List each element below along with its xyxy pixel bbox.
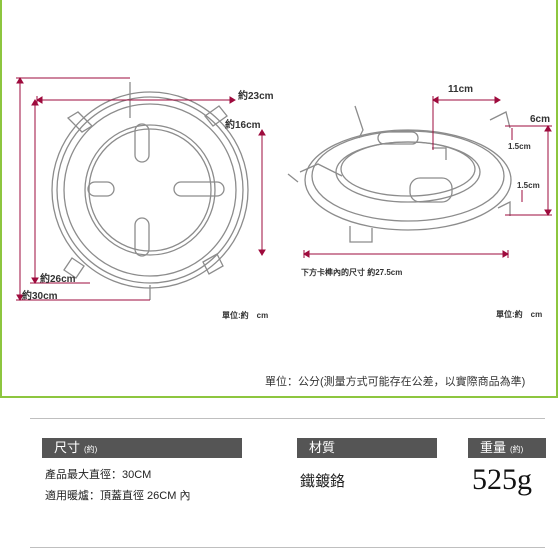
weight-header: 重量(約) <box>468 438 546 458</box>
dim-label-30: 約30cm <box>22 289 58 302</box>
dim-label-6: 6cm <box>530 114 550 125</box>
diagram-frame <box>0 0 558 398</box>
dim-label-1-5-top: 1.5cm <box>508 142 531 151</box>
measurement-note: 單位：公分(測量方式可能存在公差，以實際商品為準) <box>265 376 526 388</box>
dim-label-11: 11cm <box>448 84 473 95</box>
size-title-sub: (約) <box>84 445 98 454</box>
weight-title-sub: (約) <box>510 445 524 454</box>
bottom-divider <box>30 547 545 548</box>
top-view-dimensions <box>16 77 266 301</box>
material-header: 材質 <box>297 438 437 458</box>
side-view-drawing <box>287 105 512 243</box>
dim-label-16: 約16cm <box>225 118 261 131</box>
size-line-2: 適用暖爐：頂蓋直徑 26CM 內 <box>45 490 191 502</box>
top-view-drawing <box>51 82 249 300</box>
weight-value: 525g <box>472 463 532 496</box>
right-unit-label: 單位:約 cm <box>496 309 542 319</box>
top-divider <box>30 418 545 419</box>
dim-label-1-5-side: 1.5cm <box>517 181 540 190</box>
size-header: 尺寸(約) <box>42 438 242 458</box>
weight-title: 重量 <box>480 440 507 455</box>
size-title: 尺寸 <box>54 440 81 455</box>
dim-label-26: 約26cm <box>40 272 76 285</box>
product-diagram: 約23cm 約16cm 約26cm 約30cm 單位:約 cm <box>16 77 552 320</box>
left-unit-label: 單位:約 cm <box>222 310 268 320</box>
material-title: 材質 <box>309 440 336 455</box>
material-value: 鐵鍍鉻 <box>300 473 346 490</box>
size-line-1: 產品最大直徑：30CM <box>45 469 152 481</box>
dim-label-23: 約23cm <box>238 89 274 102</box>
bottom-dimension-label: 下方卡榫內的尺寸 約27.5cm <box>301 267 402 277</box>
side-view-dimensions <box>303 96 552 258</box>
